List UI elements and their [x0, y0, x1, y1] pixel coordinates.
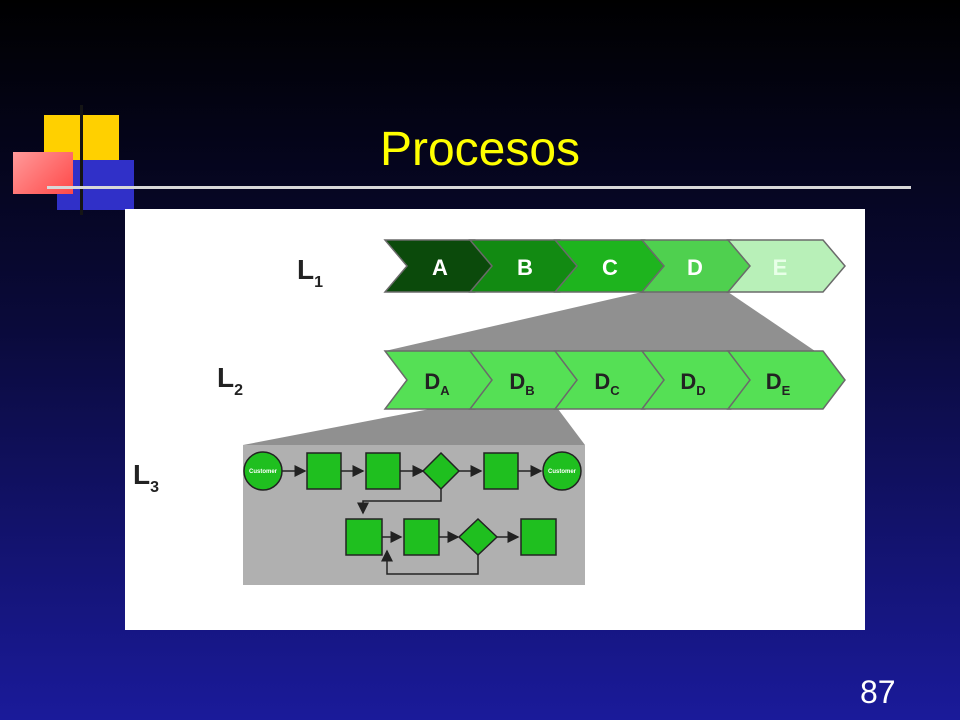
l3-task-4: [345, 518, 383, 556]
l3-loop-arrow: [381, 549, 479, 575]
zoom-l1-to-l2: [385, 292, 815, 351]
l2-label-db: DB: [509, 369, 534, 398]
l3-decision-2: [457, 517, 499, 557]
l3-end-customer: [542, 451, 582, 491]
decor-vertical-line: [80, 105, 83, 215]
l3-task-3: [483, 452, 519, 490]
process-diagram: L1 L2 L3 A B C D E DA DB DC DD DE: [133, 239, 846, 585]
l3-start-customer: [243, 451, 283, 491]
level-1-label: L1: [297, 254, 323, 291]
l3-task-5: [403, 518, 440, 556]
slide-title: Procesos: [379, 123, 581, 176]
l3-decision-1: [421, 451, 461, 491]
l1-label-e: E: [773, 255, 788, 280]
l3-start-label: Customer: [249, 469, 278, 475]
l2-step-de: [726, 350, 846, 410]
level-3-flow: Customer Customer: [243, 445, 585, 585]
l3-task-6: [520, 518, 557, 556]
l1-label-b: B: [517, 255, 533, 280]
l1-step-e: [726, 239, 846, 293]
l2-label-da: DA: [424, 369, 450, 398]
l3-end-label: Customer: [548, 469, 577, 475]
title-underline: [47, 186, 911, 189]
l3-task-1: [306, 452, 342, 490]
level-3-background: [243, 445, 585, 585]
l1-label-a: A: [432, 255, 448, 280]
level-2-chain: DA DB DC DD DE: [383, 350, 846, 410]
level-2-label: L2: [217, 362, 243, 399]
l1-label-d: D: [687, 255, 703, 280]
level-3-label: L3: [133, 459, 159, 496]
level-1-chain: A B C D E: [383, 239, 846, 293]
l3-branch-arrow: [357, 489, 442, 515]
l2-label-dc: DC: [594, 369, 620, 398]
l2-label-de: DE: [766, 369, 791, 398]
page-number: 87: [860, 674, 896, 710]
l2-label-dd: DD: [680, 369, 705, 398]
zoom-l2-to-l3: [243, 409, 585, 445]
process-diagram-panel: L1 L2 L3 A B C D E DA DB DC DD DE: [125, 209, 865, 630]
l3-task-2: [365, 452, 401, 490]
l1-label-c: C: [602, 255, 618, 280]
